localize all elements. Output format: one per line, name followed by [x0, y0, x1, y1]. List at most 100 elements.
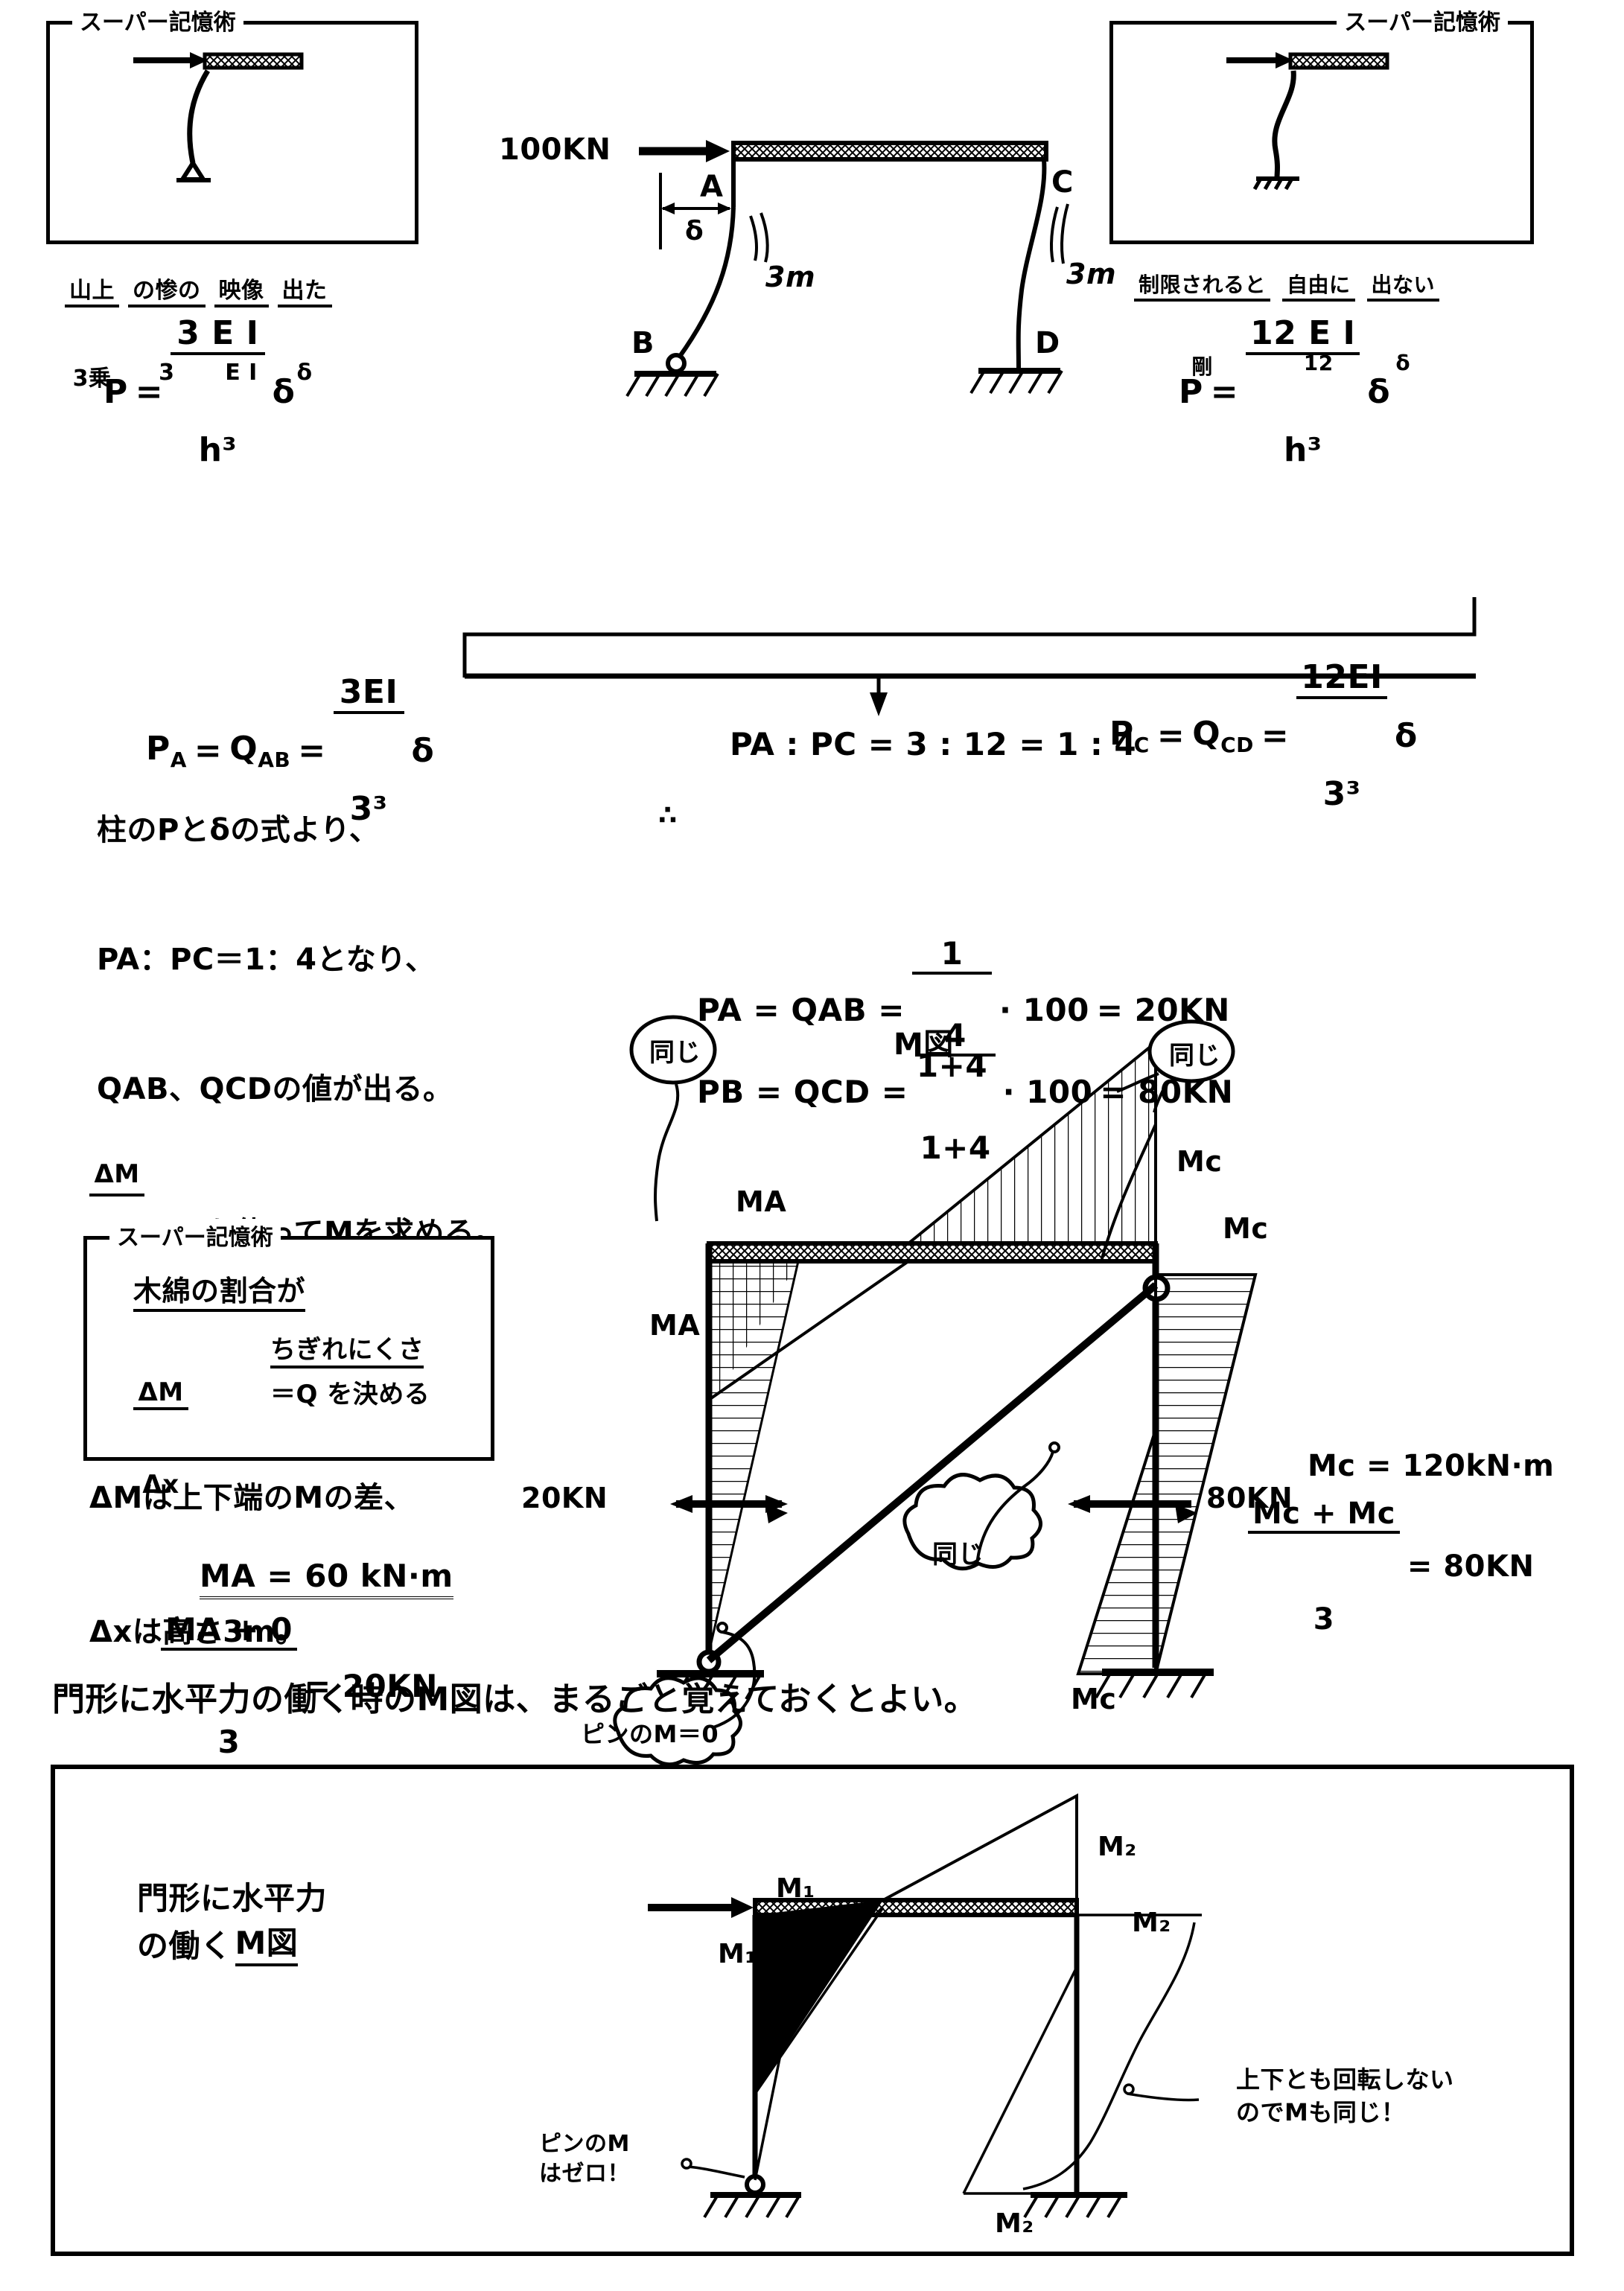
mnemonic-left-bottom-3: δ [296, 360, 313, 386]
eq-left-lhs: PA [146, 729, 187, 772]
formula-right: P = 12 E I h³ δ [1179, 162, 1390, 621]
m-diagram-title: M図 [894, 1027, 954, 1062]
bottom-label-m2-bottom: M₂ [995, 2208, 1034, 2239]
bottom-note-pin-a: ピンのM [539, 2131, 630, 2157]
mnemonic-right-part-2: 出ない δ [1366, 220, 1440, 424]
bottom-summary-box: 門形に水平力 の働く M図 [51, 1765, 1574, 2256]
note-delta-m-num: ΔM [89, 1156, 145, 1197]
formula-right-den: h³ [1283, 431, 1322, 469]
calc-line-1-mid: · 100 [999, 991, 1089, 1028]
mnemonic-right-bottom-1: 12 [1303, 351, 1334, 375]
m-diagram-label-ma-top: MA [736, 1185, 787, 1218]
mnemonic-left-part-1: の惨の 3 [128, 220, 206, 438]
eq-left-fraction: 3EI 3³ [333, 597, 404, 904]
bottom-caption-line-2: の働く M図 [137, 1918, 299, 1966]
mnemonic-right-top-0: 制限されると [1134, 269, 1271, 302]
formula-left: P = 3 E I h³ δ [104, 162, 295, 621]
eq-left-eq2: = [298, 731, 326, 770]
memory-box-middle-frac-den: Δx [142, 1470, 179, 1500]
note-left: 柱のPとδの式より、 PA：PC＝1：4となり、 QAB、QCDの値が出る。 [97, 722, 453, 1154]
equation-mc-fraction: Mc + Mc 3 [1248, 1428, 1400, 1705]
cantilever-pinned-sketch [133, 52, 304, 182]
frame-height-left-label: 3m [765, 261, 816, 293]
m-diagram-label-ma-left: MA [649, 1309, 701, 1342]
calc-line-1-num: 1 [911, 935, 993, 975]
equation-mc-result: Mc = 120kN·m [1308, 1449, 1555, 1483]
m-diagram-label-mc-right: Mc [1223, 1212, 1269, 1245]
equation-mc-num: Mc + Mc [1248, 1497, 1400, 1534]
memory-box-right: スーパー記憶術 P = 12 E I h³ δ [1109, 4, 1534, 469]
m-diagram-callout-right: 同じ [1169, 1041, 1220, 1071]
equation-mc: Mc + Mc 3 = 80KN [1248, 1360, 1534, 1739]
note-left-line-1: PA：PC＝1：4となり、 [97, 943, 436, 977]
memory-box-middle: スーパー記憶術 木綿の割合が ΔM Δx ちぎれにくさ ＝Q を決める [83, 1219, 494, 1500]
eq-right-den: 3³ [1322, 775, 1361, 813]
m-diagram-svg [613, 1015, 1258, 1767]
m-diagram-pin-note: ピンのM＝0 [581, 1720, 719, 1748]
portal-frame-svg [625, 140, 1069, 398]
mnemonic-left: 山上 3乗 の惨の 3 映像 E I 出た δ [65, 220, 332, 445]
formula-right-tail: δ [1367, 372, 1391, 411]
mnemonic-right-part-0: 制限されると 剛 [1134, 220, 1271, 430]
eq-right-q: QCD [1192, 714, 1254, 757]
formula-left-den: h³ [198, 431, 238, 469]
mnemonic-left-bottom-2: E I [225, 360, 258, 386]
m-diagram: M図 同じ 同じ 同じ MA MA Mc Mc Mc 20KN 80KN ピンの… [521, 1013, 1293, 1767]
bottom-caption-line-2-a: の働く [137, 1928, 232, 1964]
mnemonic-left-part-0: 山上 3乗 [65, 220, 119, 445]
mnemonic-right-top-1: 自由に [1282, 269, 1355, 302]
mnemonic-left-top-0: 山上 [65, 272, 119, 308]
formula-left-eq: = [135, 372, 164, 411]
bottom-frame-svg [648, 1793, 1202, 2219]
memory-box-middle-frac-num: ΔM [133, 1377, 189, 1410]
m-diagram-force-right: 80KN [1206, 1482, 1293, 1514]
bottom-summary-text: 門形に水平力の働く時のM図は、まるごと覚えておくとよい。 [52, 1680, 978, 1718]
equation-ma-rhs: = 20KN [304, 1667, 438, 1704]
formula-left-tail: δ [272, 372, 296, 411]
memory-box-middle-label: スーパー記憶術 [109, 1219, 281, 1252]
calc-therefore: ∴ [658, 800, 678, 831]
eq-right-tail: δ [1394, 716, 1418, 755]
formula-left-fraction: 3 E I h³ [171, 238, 265, 545]
m-diagram-label-mc-bottom: Mc [1071, 1683, 1117, 1715]
note-delta-m-line-2: Δxは高さ3m。 [89, 1615, 306, 1649]
bottom-note-pin-b: はゼロ！ [539, 2161, 630, 2187]
equation-mc-rhs: = 80KN [1407, 1549, 1535, 1584]
memory-box-middle-phrase-2: ちぎれにくさ [270, 1329, 424, 1368]
frame-load-label: 100KN [499, 133, 611, 167]
portal-frame-diagram: 100KN A δ B C D 3m 3m [499, 112, 1116, 424]
mnemonic-right-bottom-2: δ [1395, 351, 1411, 375]
bottom-caption-line-1: 門形に水平力 [137, 1880, 328, 1916]
equation-ma-num: MA + 0 [161, 1611, 297, 1651]
equation-ma-result: MA = 60 kN·m [200, 1558, 453, 1599]
frame-node-c-label: C [1051, 165, 1074, 200]
m-diagram-callout-mid: 同じ [932, 1540, 984, 1570]
frame-height-right-label: 3m [1066, 258, 1117, 290]
formula-right-fraction: 12 E I h³ [1246, 238, 1360, 545]
mnemonic-right-top-2: 出ない [1366, 269, 1440, 302]
mnemonic-left-bottom-1: 3 [159, 360, 175, 386]
calc-line-2-den: 1+4 [920, 1129, 991, 1166]
formula-right-lhs: P [1179, 372, 1203, 411]
eq-left-eq1: = [194, 731, 223, 770]
eq-left-q: QAB [229, 729, 291, 772]
note-left-line-2: QAB、QCDの値が出る。 [97, 1072, 453, 1106]
formula-right-eq: = [1210, 372, 1239, 411]
eq-right-lhs: PC [1109, 714, 1150, 757]
bottom-label-m2-right: M₂ [1132, 1908, 1171, 1938]
eq-right-eq1: = [1156, 716, 1185, 755]
frame-delta-label: δ [685, 216, 704, 246]
bottom-label-m1-left: M₁ [718, 1939, 757, 1969]
memory-box-middle-fraction: ΔM Δx [133, 1318, 189, 1559]
frame-node-a-label: A [700, 170, 724, 204]
bottom-caption-line-2-b: M図 [235, 1918, 299, 1966]
mnemonic-right: 制限されると 剛 自由に 12 出ない δ [1134, 220, 1440, 430]
formula-right-num: 12 E I [1246, 314, 1360, 355]
memory-box-right-label: スーパー記憶術 [1337, 4, 1508, 36]
equation-pc-qcd: PC = QCD = 12EI 3³ δ [1109, 506, 1418, 927]
equation-ma-den: 3 [217, 1724, 241, 1760]
mnemonic-right-bottom-0: 剛 [1191, 354, 1213, 379]
bottom-label-m2-top: M₂ [1098, 1832, 1137, 1862]
equation-mc-den: 3 [1313, 1602, 1335, 1637]
eq-left-den: 3³ [349, 790, 388, 828]
